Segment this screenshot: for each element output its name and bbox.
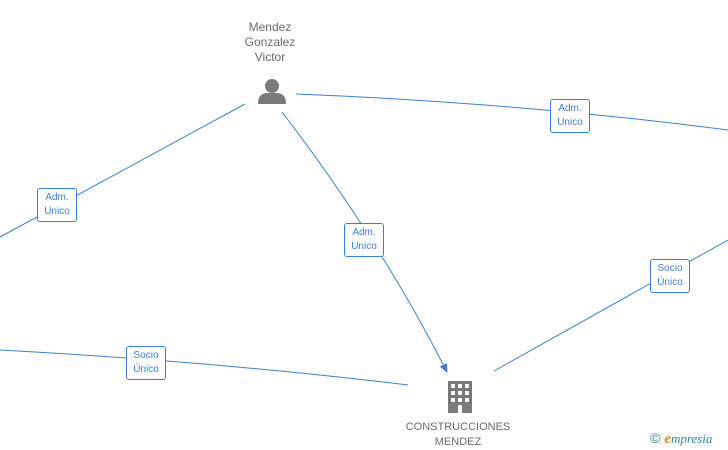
edge-label-line: Único: [657, 277, 683, 288]
person-name-line: Mendez: [248, 20, 292, 34]
edge-right-company: [493, 239, 728, 372]
company-name[interactable]: CONSTRUCCIONES MENDEZ: [398, 420, 518, 450]
edge-label-line: Unico: [351, 241, 377, 252]
edge-left-company: [0, 349, 409, 386]
edge-label-line: Adm.: [558, 103, 582, 114]
edge-label-socio-right[interactable]: Socio Único: [650, 259, 690, 293]
person-name-line: Gonzalez: [244, 35, 296, 49]
brand-name: mpresia: [671, 431, 713, 446]
edge-label-line: Único: [133, 364, 159, 375]
edge-label-adm-left[interactable]: Adm. Unico: [37, 188, 77, 222]
copyright-symbol: ©: [650, 430, 661, 446]
brand-e-letter: e: [664, 431, 671, 447]
edge-label-line: Unico: [557, 117, 583, 128]
building-icon[interactable]: [448, 381, 472, 413]
edge-person-right: [295, 93, 728, 131]
brand-logo: ©empresia: [650, 430, 712, 448]
person-name[interactable]: Mendez Gonzalez Victor: [225, 20, 315, 65]
edge-label-line: Socio: [133, 350, 159, 361]
company-name-line: MENDEZ: [434, 436, 482, 448]
edge-label-line: Adm.: [45, 192, 69, 203]
edge-label-line: Adm.: [352, 227, 376, 238]
person-icon[interactable]: [258, 79, 286, 104]
company-name-line: CONSTRUCCIONES: [405, 421, 511, 433]
edge-label-socio-left[interactable]: Socio Único: [126, 346, 166, 380]
edge-label-adm-right[interactable]: Adm. Unico: [550, 99, 590, 133]
edge-label-line: Unico: [44, 206, 70, 217]
edge-label-adm-center[interactable]: Adm. Unico: [344, 223, 384, 257]
edge-label-line: Socio: [657, 263, 683, 274]
person-name-line: Victor: [254, 50, 286, 64]
